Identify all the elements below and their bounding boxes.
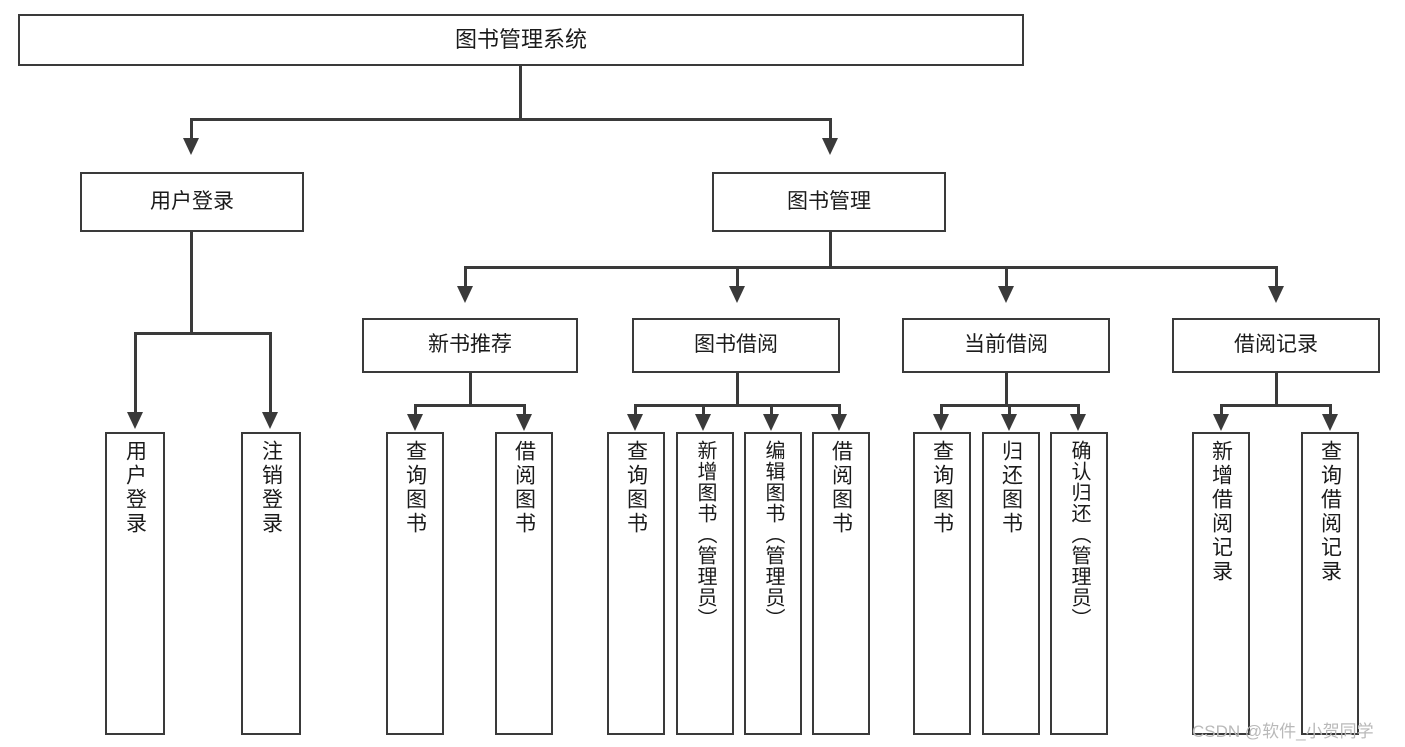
- leaf-book-borrow-borrow-book[interactable]: 借阅图书: [812, 432, 870, 735]
- node-label: 确认归还（管理员）: [1068, 440, 1090, 629]
- connector-to-borrow-record: [1275, 266, 1278, 288]
- connector-current-borrow-leaf-1: [1008, 404, 1011, 418]
- node-label: 当前借阅: [964, 333, 1048, 357]
- connector-to-user-login: [190, 118, 193, 140]
- arrowhead-book-borrow-leaf-3: [831, 414, 847, 431]
- connector-to-book-borrow: [736, 266, 739, 288]
- node-borrow-record[interactable]: 借阅记录: [1172, 318, 1380, 373]
- connector-user-login-leaf-0: [134, 332, 137, 414]
- arrowhead-to-user-login: [183, 138, 199, 155]
- connector-level3-bar: [464, 266, 1278, 269]
- connector-borrow-record-stem: [1275, 373, 1278, 405]
- node-user-login[interactable]: 用户登录: [80, 172, 304, 232]
- leaf-book-borrow-edit-book-admin[interactable]: 编辑图书（管理员）: [744, 432, 802, 735]
- connector-new-book-bar: [414, 404, 526, 407]
- connector-new-book-stem: [469, 373, 472, 405]
- node-label: 借阅图书: [829, 440, 853, 536]
- node-label: 借阅记录: [1234, 333, 1318, 357]
- node-root-book-management-system[interactable]: 图书管理系统: [18, 14, 1024, 66]
- node-label: 注销登录: [259, 440, 283, 536]
- connector-current-borrow-stem: [1005, 373, 1008, 405]
- node-label: 查询借阅记录: [1318, 440, 1342, 584]
- arrowhead-user-login-leaf-0: [127, 412, 143, 429]
- connector-new-book-leaf-1: [523, 404, 526, 418]
- leaf-current-borrow-confirm-return-admin[interactable]: 确认归还（管理员）: [1050, 432, 1108, 735]
- connector-level2-bar: [190, 118, 832, 121]
- connector-user-login-leaf-1: [269, 332, 272, 414]
- leaf-borrow-record-query-record[interactable]: 查询借阅记录: [1301, 432, 1359, 735]
- leaf-user-login-login[interactable]: 用户登录: [105, 432, 165, 735]
- leaf-borrow-record-add-record[interactable]: 新增借阅记录: [1192, 432, 1250, 735]
- arrowhead-current-borrow-leaf-1: [1001, 414, 1017, 431]
- connector-book-borrow-stem: [736, 373, 739, 405]
- connector-current-borrow-leaf-2: [1077, 404, 1080, 418]
- arrowhead-to-book-borrow: [729, 286, 745, 303]
- node-new-book-recommend[interactable]: 新书推荐: [362, 318, 578, 373]
- arrowhead-to-book-management: [822, 138, 838, 155]
- arrowhead-user-login-leaf-1: [262, 412, 278, 429]
- arrowhead-to-current-borrow: [998, 286, 1014, 303]
- node-label: 编辑图书（管理员）: [762, 440, 784, 629]
- connector-new-book-leaf-0: [414, 404, 417, 418]
- arrowhead-new-book-leaf-0: [407, 414, 423, 431]
- arrowhead-to-new-book: [457, 286, 473, 303]
- arrowhead-new-book-leaf-1: [516, 414, 532, 431]
- leaf-new-book-query-book[interactable]: 查询图书: [386, 432, 444, 735]
- node-label: 查询图书: [930, 440, 954, 536]
- node-current-borrow[interactable]: 当前借阅: [902, 318, 1110, 373]
- node-label: 图书借阅: [694, 333, 778, 357]
- node-label: 用户登录: [123, 440, 147, 536]
- connector-to-current-borrow: [1005, 266, 1008, 288]
- leaf-current-borrow-return-book[interactable]: 归还图书: [982, 432, 1040, 735]
- connector-borrow-record-bar: [1220, 404, 1332, 407]
- node-book-management[interactable]: 图书管理: [712, 172, 946, 232]
- connector-book-borrow-leaf-0: [634, 404, 637, 418]
- connector-borrow-record-leaf-0: [1220, 404, 1223, 418]
- connector-book-borrow-leaf-2: [770, 404, 773, 418]
- leaf-new-book-borrow-book[interactable]: 借阅图书: [495, 432, 553, 735]
- node-label: 查询图书: [624, 440, 648, 536]
- leaf-user-login-logout[interactable]: 注销登录: [241, 432, 301, 735]
- arrowhead-current-borrow-leaf-0: [933, 414, 949, 431]
- node-label: 用户登录: [150, 189, 234, 213]
- node-label: 图书管理: [787, 189, 871, 213]
- node-label: 新书推荐: [428, 333, 512, 357]
- connector-to-new-book: [464, 266, 467, 288]
- connector-user-login-bar: [134, 332, 272, 335]
- arrowhead-borrow-record-leaf-0: [1213, 414, 1229, 431]
- arrowhead-book-borrow-leaf-0: [627, 414, 643, 431]
- arrowhead-book-borrow-leaf-2: [763, 414, 779, 431]
- arrowhead-current-borrow-leaf-2: [1070, 414, 1086, 431]
- leaf-current-borrow-query-book[interactable]: 查询图书: [913, 432, 971, 735]
- leaf-book-borrow-add-book-admin[interactable]: 新增图书（管理员）: [676, 432, 734, 735]
- node-label: 借阅图书: [512, 440, 536, 536]
- node-label: 查询图书: [403, 440, 427, 536]
- node-label: 图书管理系统: [454, 27, 587, 53]
- connector-borrow-record-leaf-1: [1329, 404, 1332, 418]
- node-label: 归还图书: [999, 440, 1023, 536]
- connector-to-book-management: [829, 118, 832, 140]
- connector-book-management-stem: [829, 232, 832, 268]
- connector-book-borrow-bar: [634, 404, 840, 407]
- arrowhead-book-borrow-leaf-1: [695, 414, 711, 431]
- connector-book-borrow-leaf-1: [702, 404, 705, 418]
- connector-book-borrow-leaf-3: [838, 404, 841, 418]
- node-label: 新增借阅记录: [1209, 440, 1233, 584]
- arrowhead-borrow-record-leaf-1: [1322, 414, 1338, 431]
- arrowhead-to-borrow-record: [1268, 286, 1284, 303]
- node-label: 新增图书（管理员）: [694, 440, 716, 629]
- node-book-borrow[interactable]: 图书借阅: [632, 318, 840, 373]
- leaf-book-borrow-query-book[interactable]: 查询图书: [607, 432, 665, 735]
- connector-user-login-stem: [190, 232, 193, 333]
- connector-current-borrow-leaf-0: [940, 404, 943, 418]
- connector-root-stem: [519, 66, 522, 118]
